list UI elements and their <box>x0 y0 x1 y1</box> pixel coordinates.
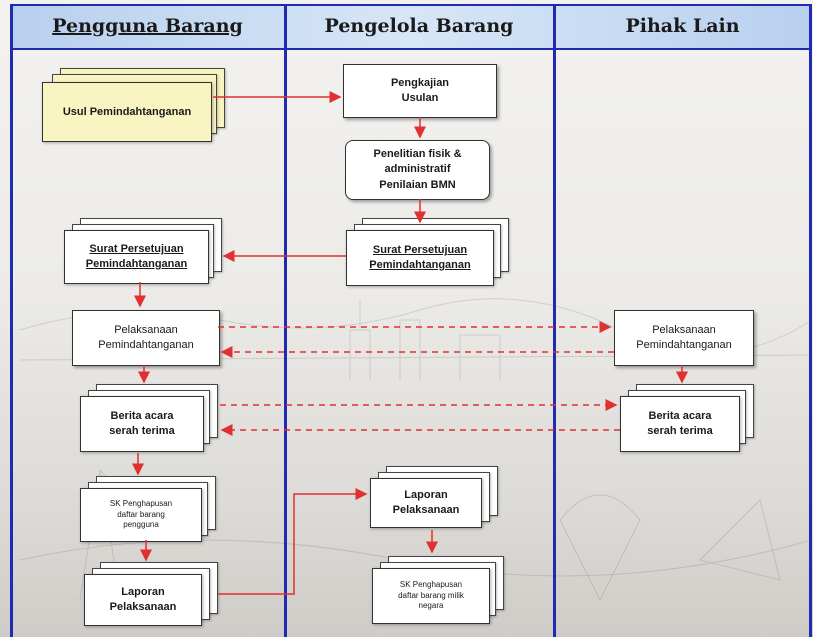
lane-header-pengguna: Pengguna Barang <box>10 4 285 48</box>
lap-mid-line-1: Laporan <box>404 489 448 502</box>
lap-left-line-2: Pelaksanaan <box>109 601 177 613</box>
doc-usul-pemindahtanganan: Usul Pemindahtanganan <box>42 68 227 146</box>
lane-border-right <box>809 4 812 637</box>
sk-mid-line-1: SK Penghapusan <box>399 579 463 589</box>
sk-left-line-2: daftar barang <box>117 509 165 519</box>
sk-left-line-3: pengguna <box>123 520 159 530</box>
lane-border-left <box>10 4 13 637</box>
sp-mid-line-2: Pemindahtanganan <box>369 259 471 271</box>
sp-left-line-2: Pemindahtanganan <box>85 258 188 270</box>
lane-header-pengelola: Pengelola Barang <box>285 4 553 48</box>
top-border <box>10 4 812 6</box>
sk-mid-line-2: daftar barang milik <box>398 590 464 600</box>
pengkajian-line-1: Pengkajian <box>390 76 450 89</box>
lane-title-pengelola: Pengelola Barang <box>324 15 514 37</box>
sk-mid-line-3: negara <box>418 601 444 611</box>
penelitian-line-2: administratif <box>384 163 451 176</box>
usul-label: Usul Pemindahtanganan <box>62 105 192 118</box>
penelitian-line-3: Penilaian BMN <box>379 178 456 191</box>
lane-header-pihak-lain: Pihak Lain <box>553 4 812 48</box>
header-divider <box>10 48 812 50</box>
ba-right-line-2: serah terima <box>647 425 713 437</box>
ba-left-line-2: serah terima <box>109 425 175 437</box>
ba-right-line-1: Berita acara <box>648 410 712 423</box>
doc-berita-acara-left: Berita acara serah terima <box>80 384 220 454</box>
pel-right-line-2: Pemindahtanganan <box>636 339 732 351</box>
header-band <box>10 4 812 48</box>
sk-left-line-1: SK Penghapusan <box>109 498 173 508</box>
pel-left-line-2: Pemindahtanganan <box>98 339 194 351</box>
ba-left-line-1: Berita acara <box>110 410 174 423</box>
lane-divider-2 <box>553 4 556 637</box>
pel-right-line-1: Pelaksanaan <box>652 323 716 336</box>
penelitian-line-1: Penelitian fisik & <box>373 147 462 160</box>
lane-title-pengguna: Pengguna Barang <box>52 15 243 37</box>
pel-left-line-1: Pelaksanaan <box>114 323 178 336</box>
lap-mid-line-2: Pelaksanaan <box>392 504 460 516</box>
lane-title-pihak-lain: Pihak Lain <box>625 15 740 37</box>
lap-left-line-1: Laporan <box>121 586 165 599</box>
sp-mid-line-1: Surat Persetujuan <box>372 244 468 257</box>
sp-left-line-1: Surat Persetujuan <box>89 243 184 256</box>
pengkajian-line-2: Usulan <box>401 92 439 104</box>
doc-berita-acara-right: Berita acara serah terima <box>620 384 760 454</box>
lane-divider-1 <box>284 4 287 637</box>
